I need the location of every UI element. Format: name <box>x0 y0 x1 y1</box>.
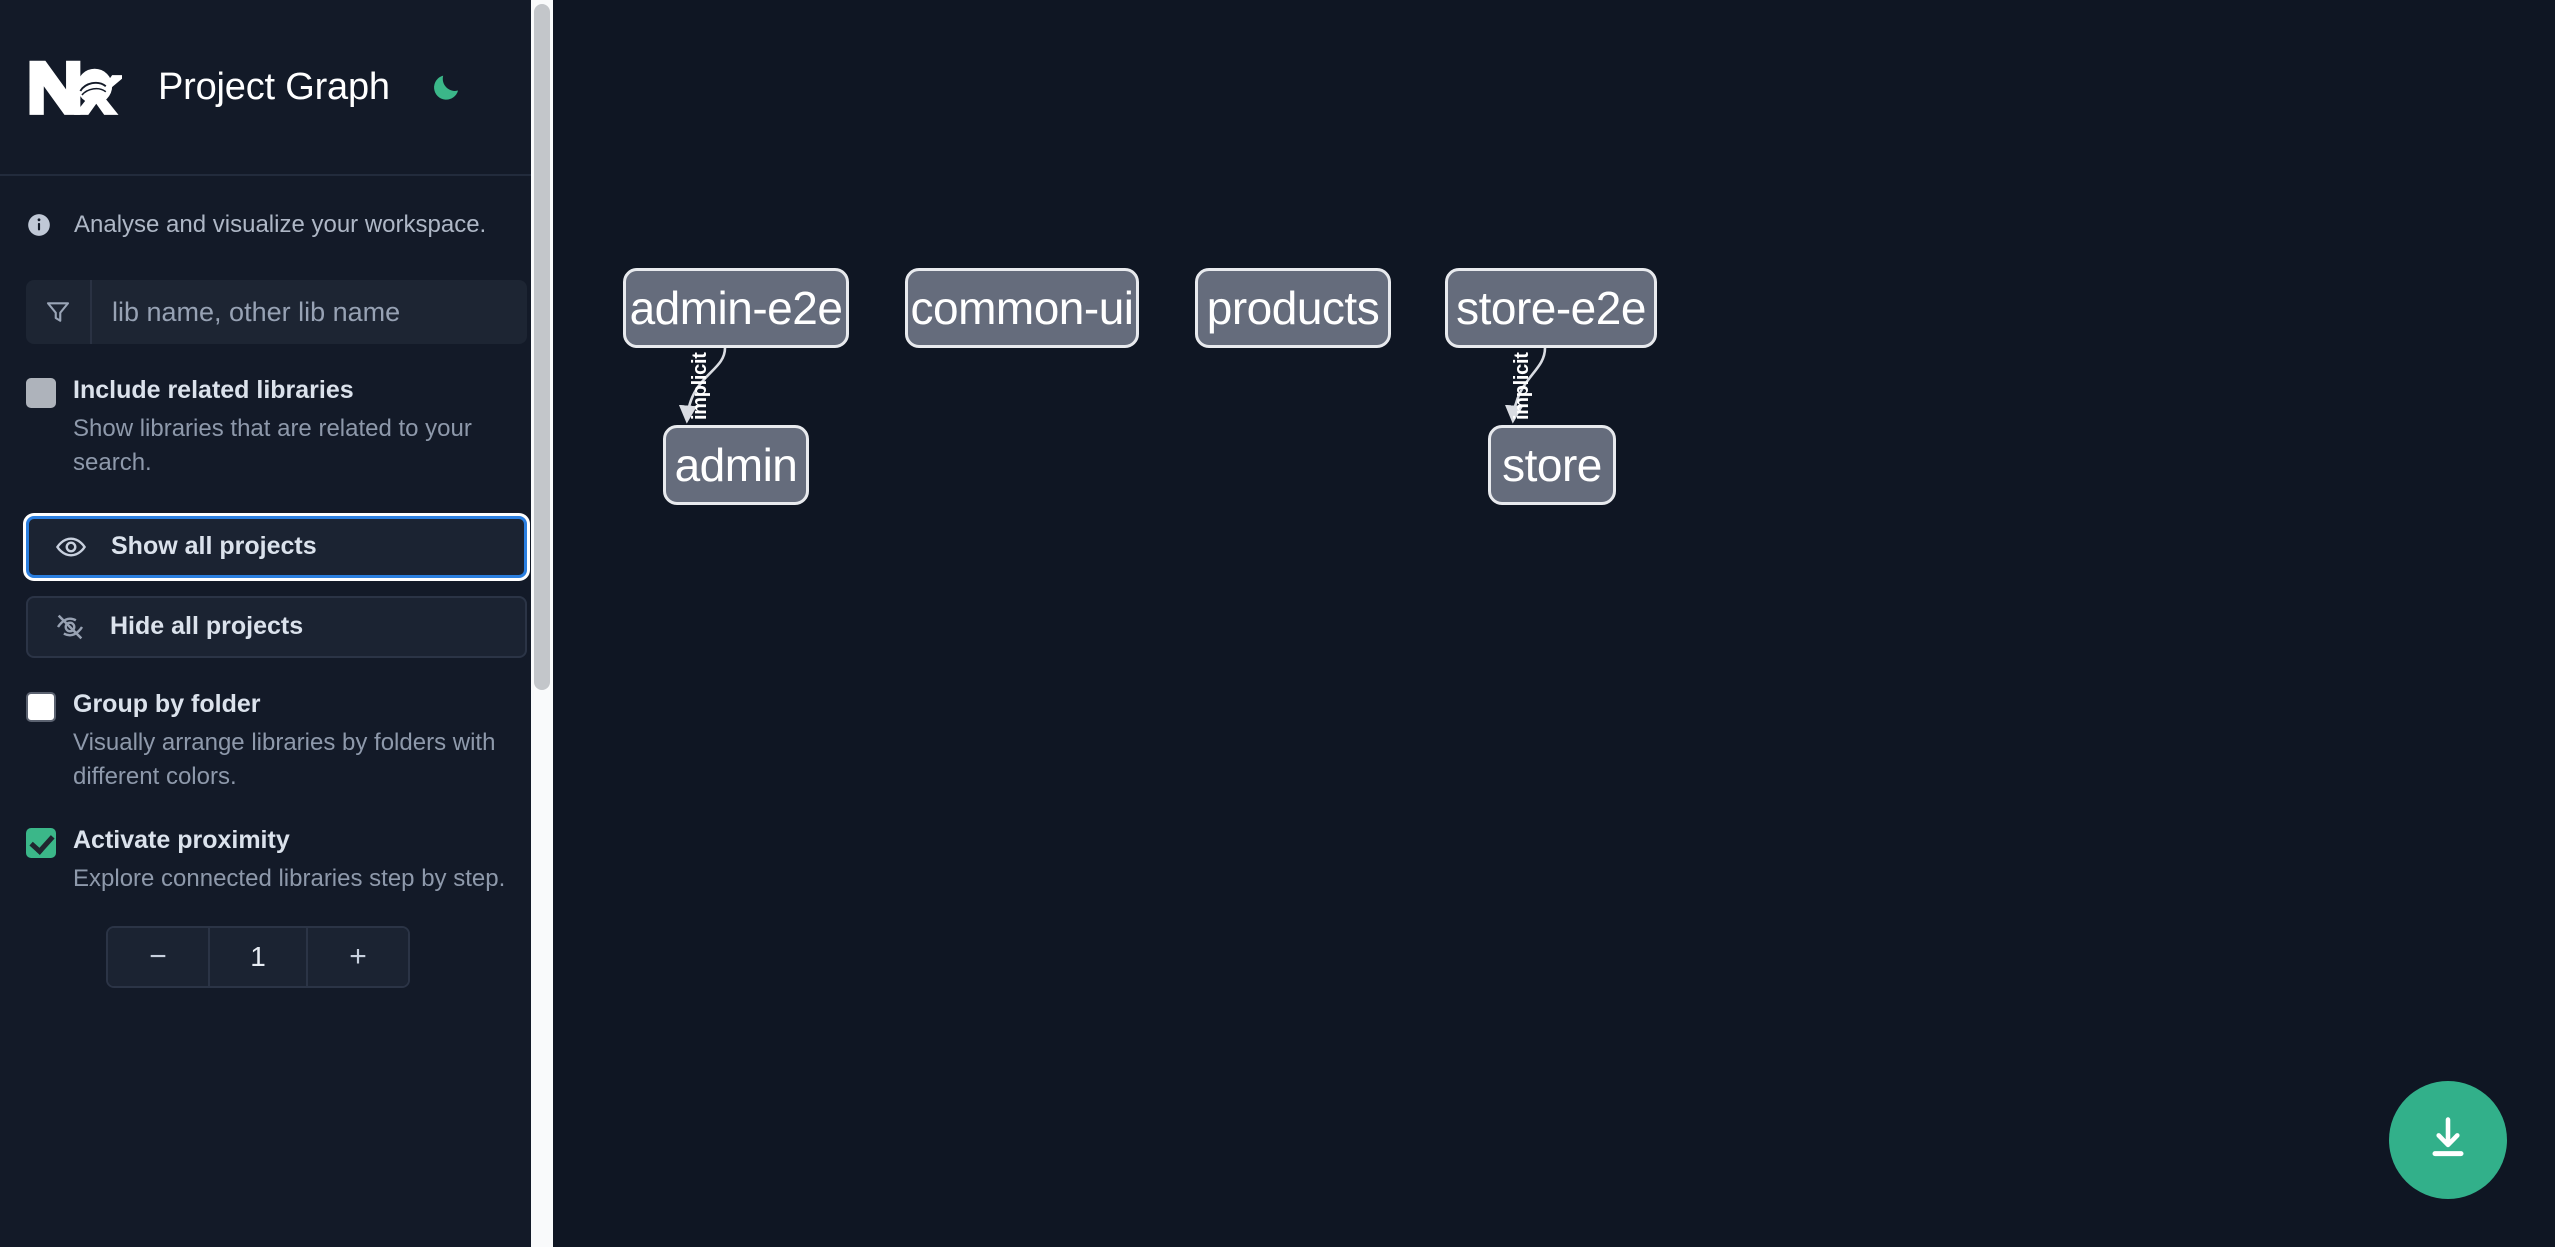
graph-node-admin-e2e[interactable]: admin-e2e <box>623 268 849 348</box>
search-box[interactable] <box>26 280 527 344</box>
graph-node-common-ui[interactable]: common-ui <box>905 268 1139 348</box>
option-include-related-libraries: Include related libraries Show libraries… <box>0 374 553 480</box>
sidebar-scrollbar-thumb[interactable] <box>534 4 550 690</box>
proximity-stepper: − 1 + <box>106 925 410 988</box>
edge-label-store-implicit: implicit <box>1511 352 1533 420</box>
download-icon <box>2422 1112 2474 1169</box>
proximity-value: 1 <box>208 927 308 986</box>
checkbox-include-related-libraries[interactable] <box>26 378 56 408</box>
search-section <box>0 280 553 344</box>
sidebar-header: Project Graph <box>0 0 553 176</box>
option-description: Explore connected libraries step by step… <box>73 864 506 892</box>
show-all-projects-label: Show all projects <box>111 532 317 561</box>
option-activate-proximity: Activate proximity Explore connected lib… <box>0 824 553 896</box>
eye-off-icon <box>52 609 88 645</box>
hide-all-projects-label: Hide all projects <box>110 612 304 641</box>
checkbox-group-by-folder[interactable] <box>26 691 56 722</box>
sidebar-scrollbar-track[interactable] <box>531 0 553 1247</box>
decrement-button[interactable]: − <box>108 927 208 986</box>
workspace-info: Analyse and visualize your workspace. <box>0 176 553 274</box>
moon-icon[interactable] <box>426 67 466 107</box>
info-icon <box>26 212 52 238</box>
option-group-by-folder: Group by folder Visually arrange librari… <box>0 688 553 794</box>
graph-node-store[interactable]: store <box>1488 425 1616 505</box>
project-visibility-buttons: Show all projects Hide all projects <box>0 515 553 658</box>
nx-logo-icon <box>26 56 127 118</box>
increment-button[interactable]: + <box>308 927 408 986</box>
graph-node-admin[interactable]: admin <box>663 425 809 505</box>
search-input[interactable] <box>92 280 527 344</box>
filter-funnel-icon <box>26 280 92 344</box>
graph-edges <box>678 347 1547 424</box>
graph-canvas[interactable]: implicit implicit admin-e2e common-ui pr… <box>553 0 2555 1247</box>
workspace-info-text: Analyse and visualize your workspace. <box>74 211 487 238</box>
option-label: Activate proximity <box>73 825 290 854</box>
graph-node-store-e2e[interactable]: store-e2e <box>1445 268 1657 348</box>
download-graph-button[interactable] <box>2389 1081 2507 1199</box>
option-label: Include related libraries <box>73 376 354 404</box>
option-label: Group by folder <box>73 689 261 718</box>
edge-label-admin-implicit: implicit <box>689 352 711 420</box>
sidebar: Project Graph Analyse and visualize your… <box>0 0 553 1247</box>
show-all-projects-button[interactable]: Show all projects <box>26 515 527 578</box>
hide-all-projects-button[interactable]: Hide all projects <box>26 595 527 658</box>
proximity-stepper-wrap: − 1 + <box>0 925 553 988</box>
page-title: Project Graph <box>158 65 390 108</box>
eye-icon <box>53 529 89 565</box>
option-description: Show libraries that are related to your … <box>73 414 472 476</box>
checkbox-activate-proximity[interactable] <box>26 827 56 858</box>
graph-node-products[interactable]: products <box>1195 268 1391 348</box>
option-description: Visually arrange libraries by folders wi… <box>73 728 496 790</box>
